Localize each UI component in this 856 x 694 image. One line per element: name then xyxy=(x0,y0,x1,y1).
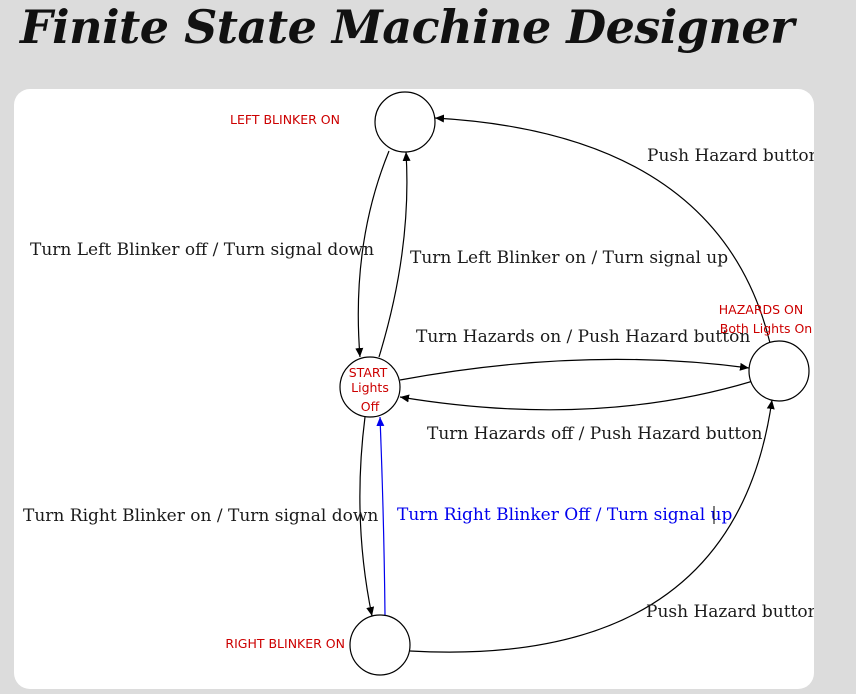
transition-label-start-to-hazards[interactable]: Turn Hazards on / Push Hazard button xyxy=(416,327,750,347)
transition-arrow-left-to-start[interactable] xyxy=(355,150,390,358)
transition-arrow-right-to-hazards[interactable] xyxy=(409,399,775,653)
state-label-start-line-2: Lights xyxy=(351,380,389,395)
transition-label-hazards-to-start[interactable]: Turn Hazards off / Push Hazard button xyxy=(427,424,762,444)
fsm-canvas[interactable]: Turn Left Blinker off / Turn signal down… xyxy=(14,89,814,689)
transition-label-right-to-start[interactable]: Turn Right Blinker Off / Turn signal up xyxy=(397,505,733,525)
state-node-right[interactable] xyxy=(349,614,411,676)
transition-arrow-hazards-to-left[interactable] xyxy=(434,114,771,344)
state-label-start-line-1: START xyxy=(349,365,388,380)
state-node-hazards[interactable] xyxy=(748,340,810,402)
state-node-left[interactable] xyxy=(374,91,436,153)
labels-layer: Turn Left Blinker off / Turn signal down… xyxy=(23,112,814,651)
state-label-right-line-1: RIGHT BLINKER ON xyxy=(225,636,345,651)
transition-arrow-start-to-hazards[interactable] xyxy=(399,358,750,381)
state-label-hazards-line-1: HAZARDS ON xyxy=(719,302,803,317)
transition-arrow-start-to-left[interactable] xyxy=(378,151,411,358)
transition-label-left-to-start[interactable]: Turn Left Blinker off / Turn signal down xyxy=(30,240,374,260)
transition-label-start-to-right[interactable]: Turn Right Blinker on / Turn signal down xyxy=(23,506,378,526)
transition-arrow-hazards-to-start[interactable] xyxy=(399,380,754,411)
transition-arrow-start-to-right[interactable] xyxy=(359,416,375,617)
state-label-left-line-1: LEFT BLINKER ON xyxy=(230,112,340,127)
transition-label-hazards-to-left[interactable]: Push Hazard button xyxy=(647,146,814,166)
fsm-canvas-panel[interactable]: Turn Left Blinker off / Turn signal down… xyxy=(14,89,814,689)
states-layer xyxy=(339,91,810,676)
state-label-start-line-3: Off xyxy=(361,399,380,414)
state-label-hazards-line-2: Both Lights On xyxy=(720,321,812,336)
transitions-layer xyxy=(355,114,775,653)
transition-label-start-to-left[interactable]: Turn Left Blinker on / Turn signal up xyxy=(410,248,728,268)
transition-arrow-right-to-start[interactable] xyxy=(376,416,386,616)
app-title: Finite State Machine Designer xyxy=(20,0,794,54)
state-node-start[interactable] xyxy=(339,356,401,418)
transition-label-right-to-hazards[interactable]: Push Hazard button xyxy=(646,602,814,622)
